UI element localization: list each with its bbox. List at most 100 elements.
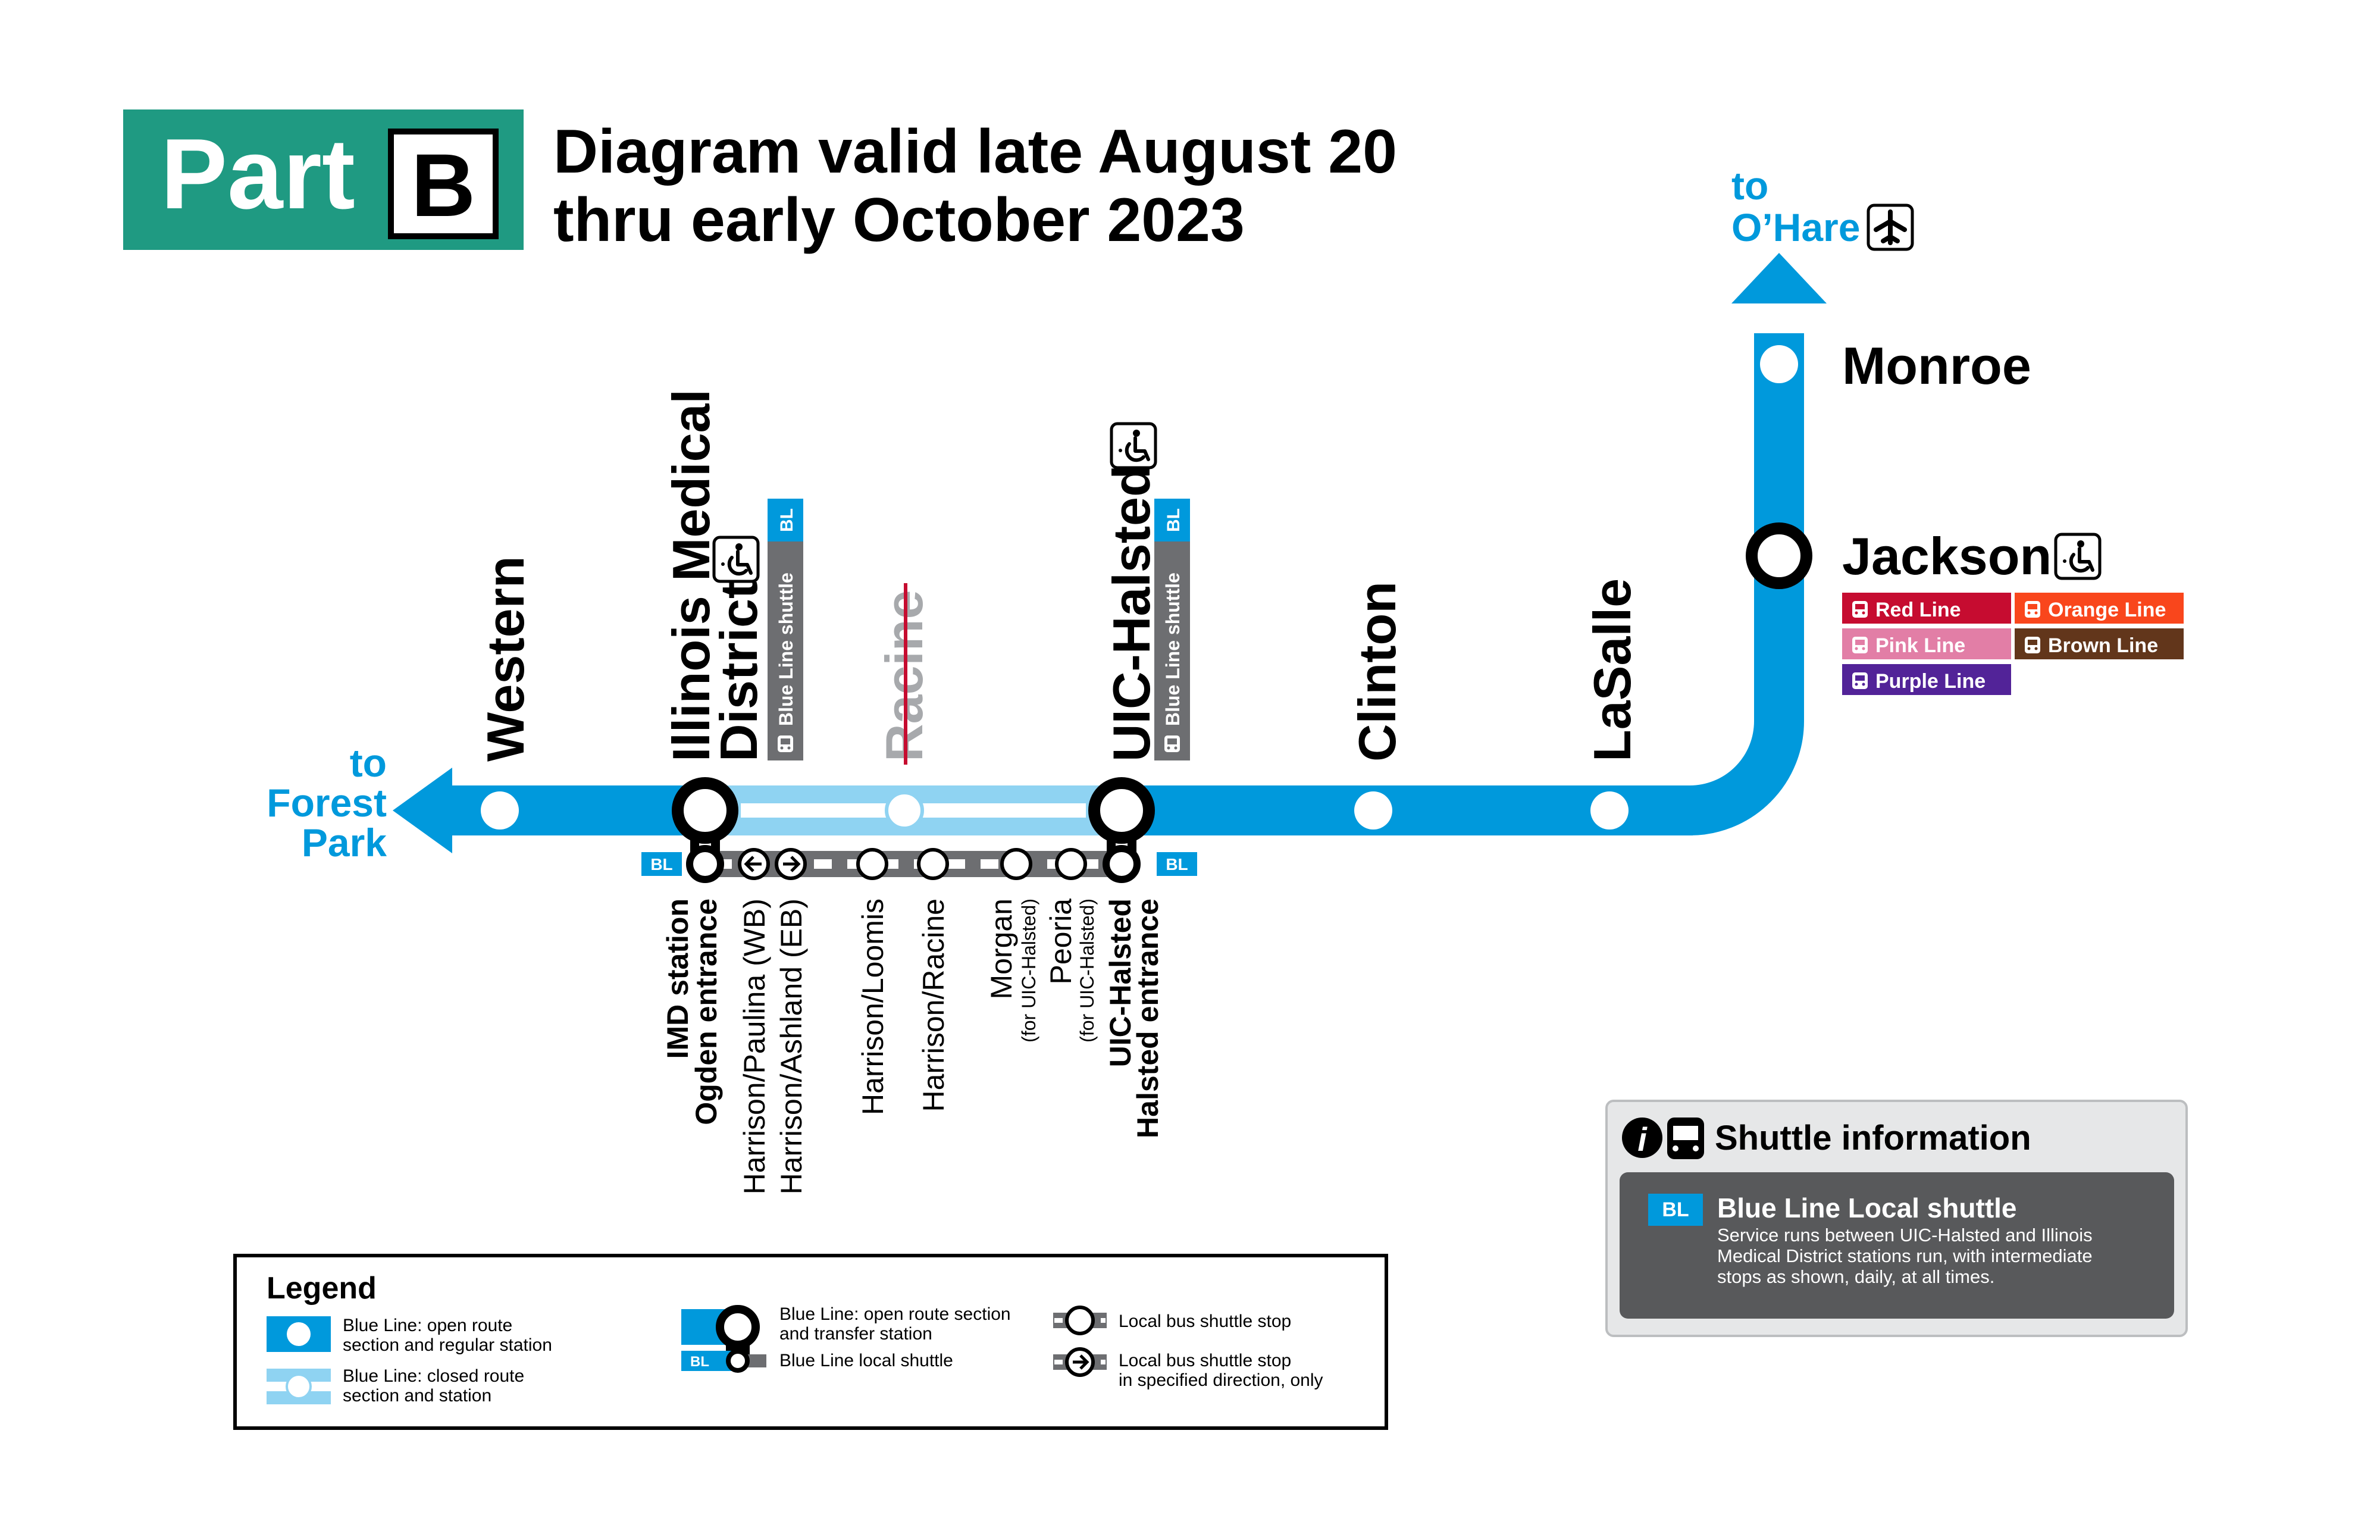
imd-accessible-icon (714, 537, 758, 581)
shuttle-stop-ashland-eb (775, 848, 807, 880)
station-monroe-label: Monroe (1842, 336, 2031, 395)
bus-icon (778, 735, 793, 752)
svg-text:BL: BL (1164, 508, 1183, 532)
svg-text:BL: BL (650, 855, 672, 874)
info-desc-line2: Medical District stations run, with inte… (1717, 1245, 2093, 1266)
station-western-label: Western (476, 556, 535, 762)
legend-local-shuttle: Blue Line local shuttle (779, 1351, 953, 1370)
svg-text:Orange Line: Orange Line (2048, 599, 2166, 621)
forest-park-arrow (393, 768, 452, 853)
shuttle-label-imd-line1: IMD station (661, 899, 694, 1059)
shuttle-label-uic-line2: Halsted entrance (1131, 899, 1164, 1138)
shuttle-label-imd-line2: Ogden entrance (690, 899, 723, 1125)
part-word: Part (161, 118, 355, 230)
uic-shuttle-tag: BL Blue Line shuttle (1154, 499, 1190, 760)
svg-text:BL: BL (777, 508, 797, 532)
shuttle-stop-loomis (856, 848, 888, 880)
shuttle-label-morgan-note: (for UIC-Halsted) (1018, 899, 1039, 1043)
shuttle-stop-peoria (1055, 848, 1087, 880)
shuttle-label-racine: Harrison/Racine (917, 899, 950, 1112)
jackson-accessible-icon (2056, 534, 2100, 578)
legend-stop-dir-line2: in specified direction, only (1119, 1370, 1323, 1390)
legend-stop-swatch (1053, 1306, 1107, 1335)
svg-text:Blue Line shuttle: Blue Line shuttle (775, 572, 797, 726)
legend-stop: Local bus shuttle stop (1119, 1311, 1291, 1331)
bus-icon (1667, 1118, 1704, 1159)
bl-tag-west: BL (641, 852, 682, 876)
part-banner: Part B (123, 109, 524, 250)
shuttle-route (705, 851, 1122, 877)
forest-park-label-line2: Forest (267, 781, 387, 825)
shuttle-label-loomis: Harrison/Loomis (856, 899, 890, 1115)
bus-icon (1164, 735, 1180, 752)
info-icon: i (1622, 1118, 1662, 1158)
info-bl-badge-text: BL (1662, 1198, 1689, 1221)
info-bl-badge (1648, 1194, 1703, 1226)
uic-accessible-icon (1111, 424, 1155, 468)
shuttle-info-title: Shuttle information (1715, 1119, 2031, 1157)
ohare-arrow (1731, 253, 1827, 303)
transfer-brown-line: Brown Line (2015, 628, 2184, 659)
legend-open-swatch (267, 1316, 331, 1352)
legend-transfer-swatch: BL (681, 1305, 766, 1373)
station-racine-closed-label: Racine (875, 583, 934, 765)
shuttle-label-uic-line1: UIC-Halsted (1104, 899, 1137, 1067)
svg-text:Pink Line: Pink Line (1875, 634, 1965, 657)
shuttle-label-morgan: Morgan (985, 899, 1018, 1000)
station-jackson-label: Jackson (1842, 527, 2052, 586)
legend-stop-dir-swatch (1053, 1347, 1107, 1377)
shuttle-stop-paulina-wb (738, 848, 770, 880)
imd-shuttle-tag: BL Blue Line shuttle (768, 499, 803, 760)
legend-closed-swatch (267, 1369, 331, 1404)
legend-closed-line1: Blue Line: closed route (343, 1366, 524, 1386)
svg-text:Red Line: Red Line (1875, 599, 1961, 621)
ohare-label-line1: to (1731, 164, 1768, 208)
legend-transfer-line1: Blue Line: open route section (779, 1304, 1011, 1324)
airport-icon (1867, 204, 1914, 251)
station-monroe-marker (1760, 345, 1798, 383)
shuttle-info-panel: i Shuttle information BL Blue Line Local… (1605, 1100, 2188, 1337)
station-imd-transfer-marker (672, 777, 738, 883)
station-racine-closed-marker (885, 791, 924, 830)
station-imd-label-line1: Illinois Medical (662, 389, 721, 762)
legend-open-line1: Blue Line: open route (343, 1316, 512, 1335)
bl-tag-east: BL (1157, 852, 1197, 876)
shuttle-stop-racine (917, 848, 949, 880)
forest-park-label-line3: Park (302, 821, 387, 865)
info-desc-line1: Service runs between UIC-Halsted and Ill… (1717, 1225, 2093, 1245)
ohare-label-line2: O’Hare (1731, 205, 1860, 249)
legend-box: Legend Blue Line: open route section and… (233, 1254, 1388, 1430)
legend-transfer-line2: and transfer station (779, 1324, 932, 1344)
transfer-orange-line: Orange Line (2015, 593, 2184, 624)
station-lasalle-label: LaSalle (1583, 578, 1642, 762)
station-jackson-marker (1746, 522, 1812, 589)
svg-text:BL: BL (1166, 855, 1188, 874)
station-western-marker (481, 791, 519, 830)
legend-title: Legend (267, 1271, 377, 1306)
shuttle-label-peoria: Peoria (1044, 899, 1078, 985)
legend-stop-dir-line1: Local bus shuttle stop (1119, 1351, 1291, 1370)
svg-text:Purple Line: Purple Line (1875, 670, 1986, 693)
shuttle-label-paulina: Harrison/Paulina (WB) (738, 899, 771, 1194)
shuttle-label-ashland: Harrison/Ashland (EB) (775, 899, 808, 1194)
shuttle-label-peoria-note: (for UIC-Halsted) (1076, 899, 1098, 1043)
transfer-red-line: Red Line (1842, 593, 2011, 624)
validity-title-line2: thru early October 2023 (553, 186, 1245, 255)
station-uic-label: UIC-Halsted (1102, 465, 1161, 762)
part-letter: B (411, 135, 475, 235)
info-desc-line3: stops as shown, daily, at all times. (1717, 1266, 1994, 1287)
station-imd-label-line2: District (709, 581, 768, 762)
station-lasalle-marker (1590, 791, 1629, 830)
forest-park-label-line1: to (350, 741, 387, 785)
svg-text:Blue Line shuttle: Blue Line shuttle (1162, 572, 1183, 726)
shuttle-stop-morgan (1000, 848, 1032, 880)
station-clinton-label: Clinton (1348, 581, 1407, 762)
validity-title-line1: Diagram valid late August 20 (553, 117, 1397, 186)
svg-text:BL: BL (690, 1354, 709, 1370)
station-clinton-marker (1354, 791, 1392, 830)
svg-text:i: i (1637, 1120, 1648, 1158)
station-uic-transfer-marker (1088, 777, 1155, 883)
info-heading: Blue Line Local shuttle (1717, 1192, 2017, 1223)
legend-closed-line2: section and station (343, 1386, 491, 1406)
